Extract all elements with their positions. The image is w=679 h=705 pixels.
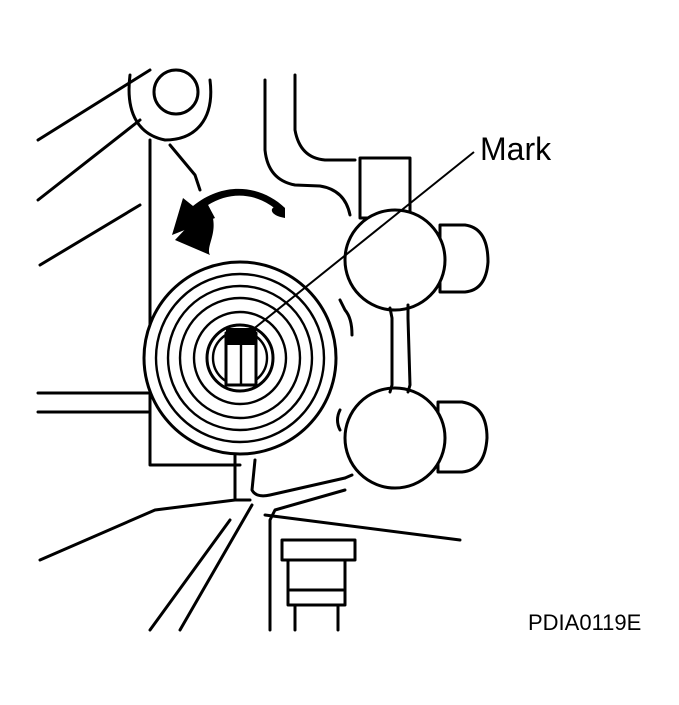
- center-shaft: [224, 328, 258, 387]
- housing-outline: [36, 68, 412, 467]
- lower-boss: [343, 386, 489, 490]
- callout-label: Mark: [480, 131, 552, 167]
- callout-leader-line: [245, 151, 475, 336]
- figure-code: PDIA0119E: [528, 610, 641, 635]
- rotation-arrow-icon: [172, 188, 285, 255]
- upper-boss: [343, 208, 490, 312]
- boss-connector: [336, 298, 412, 432]
- lower-frame: [38, 448, 462, 632]
